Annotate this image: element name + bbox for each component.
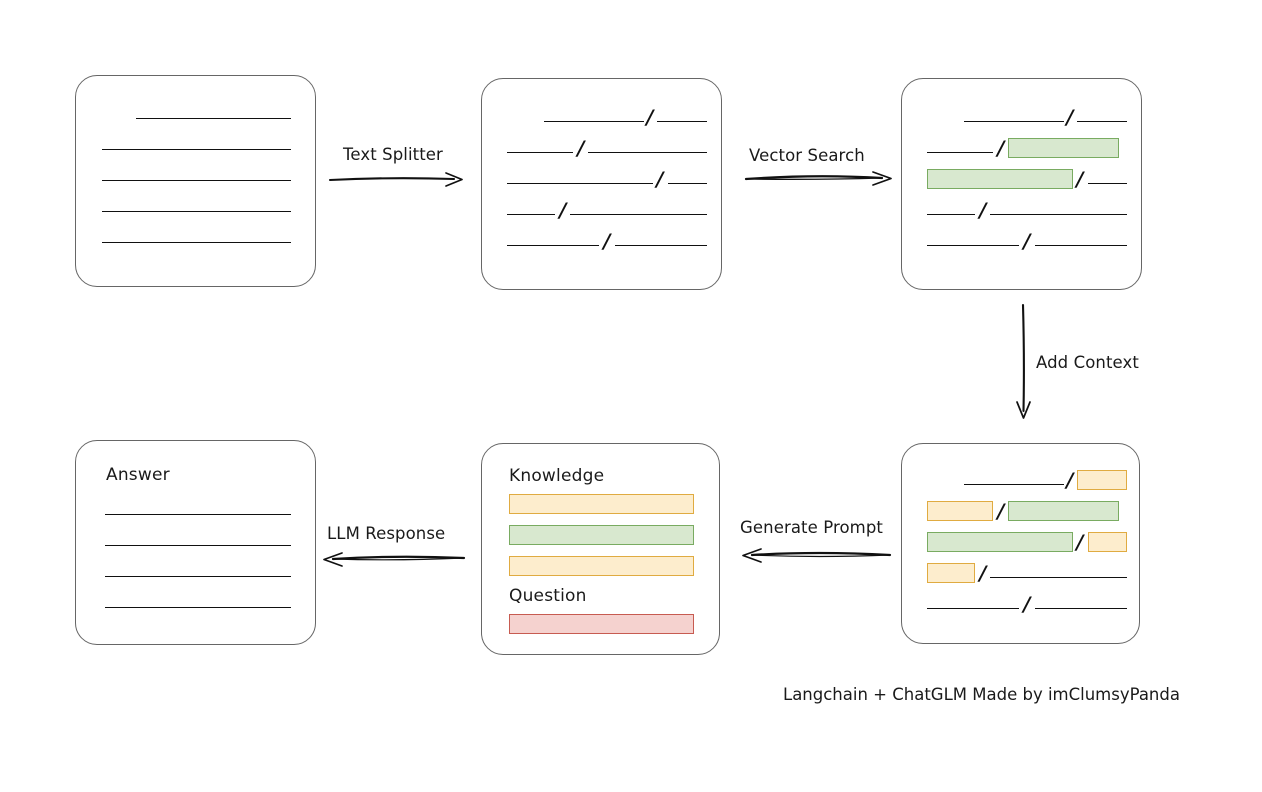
chunk-bar-yellow [927,563,975,583]
chunk-bar-yellow [1077,470,1127,490]
text-line [964,484,1064,485]
text-line [657,121,707,122]
node-answer[interactable]: Answer [75,440,316,645]
separator-slash: / [997,136,1005,160]
text-line [927,608,1019,609]
arrow-generate-prompt [742,548,892,563]
answer-heading: Answer [106,465,170,485]
text-line [1035,608,1127,609]
separator-slash: / [979,561,987,585]
chunk-bar-green [1008,501,1119,521]
text-line [105,545,291,546]
text-line [102,242,291,243]
separator-slash: / [1023,229,1031,253]
edge-label-text-splitter: Text Splitter [343,145,443,164]
chunk-bar-green [927,532,1073,552]
node-retrieved-chunks[interactable]: / / / / / [901,78,1142,290]
text-line [507,214,555,215]
arrow-add-context [1016,303,1031,419]
node-split-chunks[interactable]: / / / / / [481,78,722,290]
prompt-knowledge-bar [509,494,694,514]
prompt-knowledge-heading: Knowledge [509,466,605,486]
footer-credit: Langchain + ChatGLM Made by imClumsyPand… [783,685,1180,704]
text-line [1088,183,1127,184]
text-line [964,121,1064,122]
edge-label-llm-response: LLM Response [327,524,446,543]
text-line [105,576,291,577]
prompt-question-heading: Question [509,586,587,606]
separator-slash: / [997,499,1005,523]
node-prompt[interactable]: Knowledge Question [481,443,720,655]
separator-slash: / [656,167,664,191]
separator-slash: / [979,198,987,222]
separator-slash: / [559,198,567,222]
separator-slash: / [1076,530,1084,554]
edge-label-vector-search: Vector Search [749,146,865,165]
text-line [927,214,975,215]
node-context-chunks[interactable]: / / / / / [901,443,1140,644]
edge-label-generate-prompt: Generate Prompt [740,518,883,537]
separator-slash: / [1066,105,1074,129]
text-line [102,149,291,150]
prompt-knowledge-bar [509,525,694,545]
chunk-bar-green [1008,138,1119,158]
separator-slash: / [1076,167,1084,191]
separator-slash: / [1066,468,1074,492]
text-line [507,183,653,184]
text-line [615,245,707,246]
text-line [1077,121,1127,122]
text-line [570,214,707,215]
separator-slash: / [603,229,611,253]
arrow-llm-response [323,552,466,567]
separator-slash: / [1023,592,1031,616]
text-line [105,514,291,515]
chunk-bar-green [927,169,1073,189]
text-line [507,245,599,246]
separator-slash: / [577,136,585,160]
separator-slash: / [646,105,654,129]
text-line [102,180,291,181]
edge-label-add-context: Add Context [1036,353,1139,372]
arrow-text-splitter [328,172,463,187]
text-line [668,183,707,184]
chunk-bar-yellow [927,501,993,521]
text-line [927,245,1019,246]
prompt-knowledge-bar [509,556,694,576]
text-line [136,118,291,119]
chunk-bar-yellow [1088,532,1127,552]
text-line [105,607,291,608]
text-line [1035,245,1127,246]
prompt-question-bar [509,614,694,634]
text-line [544,121,644,122]
text-line [507,152,573,153]
node-source-document[interactable] [75,75,316,287]
text-line [102,211,291,212]
text-line [990,577,1127,578]
text-line [990,214,1127,215]
arrow-vector-search [744,171,892,186]
text-line [588,152,707,153]
text-line [927,152,993,153]
